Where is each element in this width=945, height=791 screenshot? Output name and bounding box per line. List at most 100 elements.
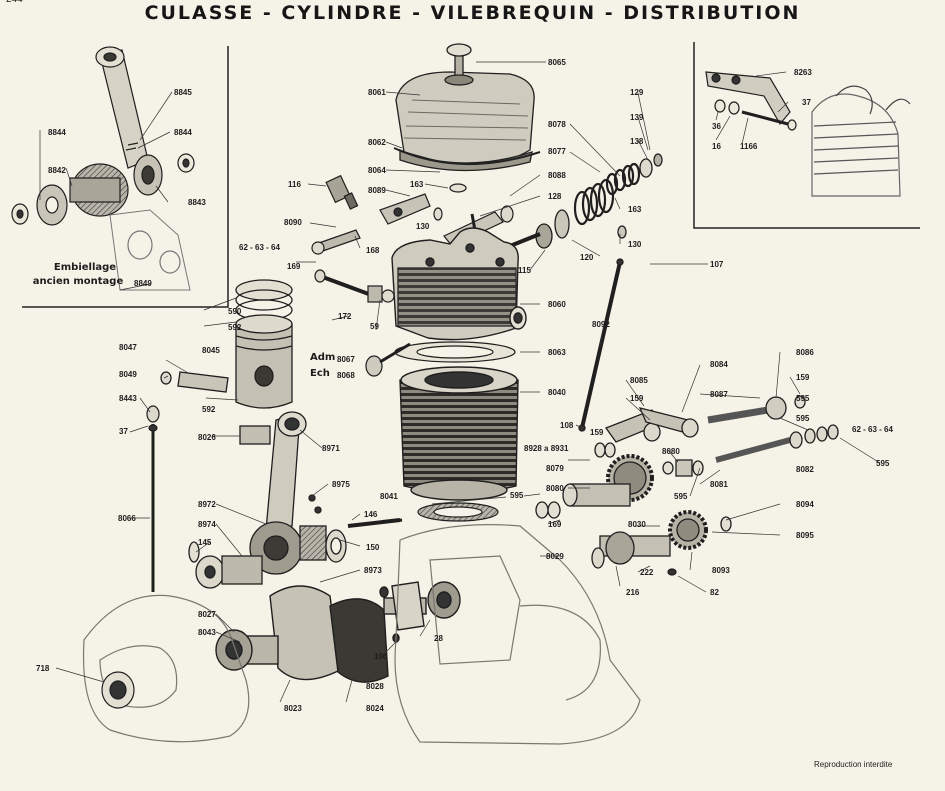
part-label-8092: 8092 xyxy=(592,320,610,329)
part-label-8060: 8060 xyxy=(548,300,566,309)
part-label-8843: 8843 xyxy=(188,198,206,207)
leader-lines xyxy=(39,61,881,703)
part-label-8974: 8974 xyxy=(198,520,216,529)
inset-frame-conrod xyxy=(22,46,229,308)
part-label-8086: 8086 xyxy=(796,348,814,357)
part-label-8087: 8087 xyxy=(710,390,728,399)
part-label-8077: 8077 xyxy=(548,147,566,156)
piston xyxy=(160,279,293,409)
part-label-595e: 595 xyxy=(674,492,688,501)
intake-label: Adm xyxy=(310,352,336,363)
part-label-595a: 595 xyxy=(510,491,524,500)
valve-springs xyxy=(499,153,663,432)
part-label-8041: 8041 xyxy=(380,492,398,501)
part-label-145: 145 xyxy=(198,538,212,547)
part-label-8026: 8026 xyxy=(198,433,216,442)
part-label-8063: 8063 xyxy=(548,348,566,357)
part-label-8030: 8030 xyxy=(628,520,646,529)
part-label-37a: 37 xyxy=(119,427,128,436)
timing-gears xyxy=(535,395,839,576)
part-label-8849: 8849 xyxy=(134,279,152,288)
part-label-139: 139 xyxy=(630,113,644,122)
part-label-8080a: 8080 xyxy=(662,447,680,456)
part-label-59: 59 xyxy=(370,322,379,331)
part-label-222: 222 xyxy=(640,568,654,577)
part-label-106: 106 xyxy=(374,652,388,661)
part-label-146: 146 xyxy=(364,510,378,519)
part-label-216: 216 xyxy=(626,588,640,597)
crankshaft-flywheels xyxy=(215,581,461,683)
inset-caption-ancien-montage: ancien montage xyxy=(32,276,124,287)
part-label-163a: 163 xyxy=(410,180,424,189)
part-label-8093: 8093 xyxy=(712,566,730,575)
part-label-8972: 8972 xyxy=(198,500,216,509)
valves xyxy=(365,342,411,377)
part-label-108: 108 xyxy=(560,421,574,430)
part-label-159c: 159 xyxy=(796,373,810,382)
part-label-8027: 8027 xyxy=(198,610,216,619)
part-label-159a: 159 xyxy=(630,394,644,403)
part-label-8023: 8023 xyxy=(284,704,302,713)
part-label-8067: 8067 xyxy=(337,355,355,364)
part-label-107: 107 xyxy=(710,260,724,269)
part-label-8029: 8029 xyxy=(546,552,564,561)
part-label-169a: 169 xyxy=(287,262,301,271)
part-label-129: 129 xyxy=(630,88,644,97)
part-label-8088: 8088 xyxy=(548,171,566,180)
part-label-8081: 8081 xyxy=(710,480,728,489)
part-label-595d: 595 xyxy=(876,459,890,468)
part-label-8066: 8066 xyxy=(118,514,136,523)
part-label-718: 718 xyxy=(36,664,50,673)
part-label-8973: 8973 xyxy=(364,566,382,575)
exhaust-label: Ech xyxy=(310,368,330,379)
part-label-8094: 8094 xyxy=(796,500,814,509)
part-label-590: 590 xyxy=(228,307,242,316)
part-label-36: 36 xyxy=(712,122,721,131)
part-label-8068: 8068 xyxy=(337,371,355,380)
studs xyxy=(146,405,403,592)
part-label-62-63-64-head: 62 - 63 - 64 xyxy=(239,243,280,252)
part-label-8928-a-8931: 8928 a 8931 xyxy=(524,444,569,453)
cylinder-barrel xyxy=(399,366,519,501)
part-label-8090: 8090 xyxy=(284,218,302,227)
part-label-8443: 8443 xyxy=(119,394,137,403)
part-label-595c: 595 xyxy=(796,414,810,423)
part-label-130a: 130 xyxy=(416,222,430,231)
part-label-8084: 8084 xyxy=(710,360,728,369)
part-label-128: 128 xyxy=(548,192,562,201)
part-label-8024: 8024 xyxy=(366,704,384,713)
part-label-8062: 8062 xyxy=(368,138,386,147)
part-label-8089: 8089 xyxy=(368,186,386,195)
part-label-16: 16 xyxy=(712,142,721,151)
inset-caption-embiellage: Embiellage xyxy=(53,262,117,273)
part-label-62-63-64-cam: 62 - 63 - 64 xyxy=(852,425,893,434)
part-label-8028: 8028 xyxy=(366,682,384,691)
part-label-8040: 8040 xyxy=(548,388,566,397)
connecting-rod xyxy=(188,411,401,589)
part-label-8043: 8043 xyxy=(198,628,216,637)
part-label-172: 172 xyxy=(338,312,352,321)
crankcase xyxy=(82,524,641,745)
part-label-8078: 8078 xyxy=(548,120,566,129)
part-label-150: 150 xyxy=(366,543,380,552)
part-label-130b: 130 xyxy=(628,240,642,249)
part-label-159b: 159 xyxy=(590,428,604,437)
part-label-28: 28 xyxy=(434,634,443,643)
rocker-cover xyxy=(393,43,541,172)
rocker-arm-detail xyxy=(705,71,911,197)
part-label-8975: 8975 xyxy=(332,480,350,489)
part-label-8049: 8049 xyxy=(119,370,137,379)
part-label-8263: 8263 xyxy=(794,68,812,77)
part-label-8045: 8045 xyxy=(202,346,220,355)
diagram-title: CULASSE - CYLINDRE - VILEBREQUIN - DISTR… xyxy=(144,2,801,24)
copyright-notice: Reproduction interdite xyxy=(814,760,893,769)
part-label-138: 138 xyxy=(630,137,644,146)
inset-frame-rocker xyxy=(693,42,920,229)
part-label-8080b: 8080 xyxy=(546,484,564,493)
part-label-169b: 169 xyxy=(548,520,562,529)
part-label-8047: 8047 xyxy=(119,343,137,352)
part-label-1166: 1166 xyxy=(740,142,758,151)
part-label-8065: 8065 xyxy=(548,58,566,67)
